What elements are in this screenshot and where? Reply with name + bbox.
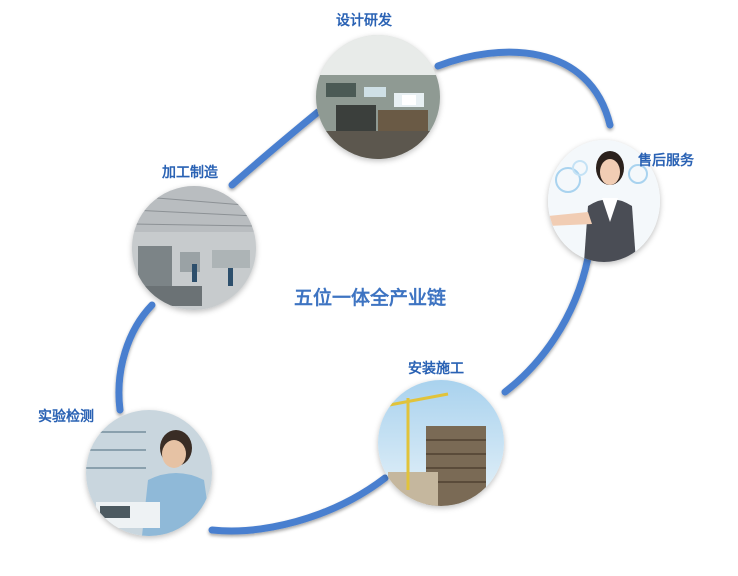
office-workstations-photo-icon — [316, 35, 440, 159]
node-label-manufacturing: 加工制造 — [162, 165, 218, 181]
arc-service-install — [501, 254, 592, 396]
arc-install-testing — [208, 474, 389, 535]
arc-manufacturing-design — [228, 108, 322, 189]
center-title: 五位一体全产业链 — [294, 287, 447, 309]
customer-service-agent-photo-icon — [548, 140, 660, 262]
install-photo — [378, 380, 504, 506]
arc-design-service — [434, 48, 614, 129]
lab-technician-photo-icon — [86, 410, 212, 536]
node-label-install: 安装施工 — [408, 361, 464, 377]
factory-floor-photo-icon — [132, 186, 256, 310]
manufacturing-photo — [132, 186, 256, 310]
testing-photo — [86, 410, 212, 536]
node-label-service: 售后服务 — [638, 153, 694, 169]
node-label-testing: 实验检测 — [38, 409, 94, 425]
design-photo — [316, 35, 440, 159]
arc-testing-manufacturing — [115, 301, 156, 414]
service-photo — [548, 140, 660, 262]
node-label-design: 设计研发 — [336, 13, 392, 29]
construction-crane-building-photo-icon — [378, 380, 504, 506]
